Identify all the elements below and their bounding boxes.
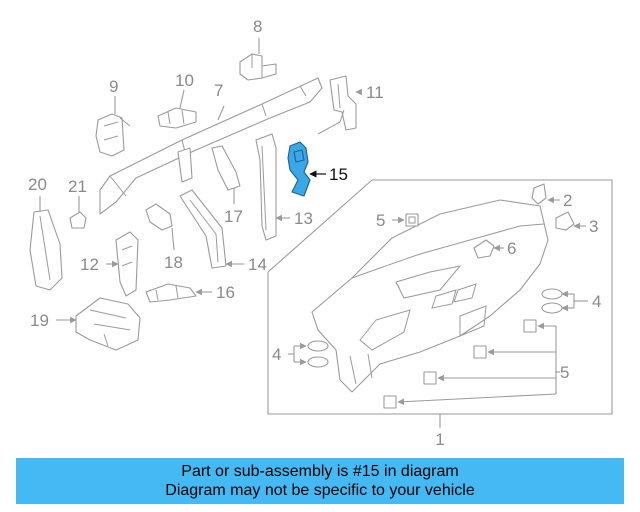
callout-16: 16 bbox=[216, 283, 235, 302]
callout-labels: 1 2 3 4 4 5 5 6 7 8 9 10 11 12 13 14 15 … bbox=[28, 17, 601, 449]
callout-20: 20 bbox=[28, 175, 47, 194]
callout-21: 21 bbox=[68, 177, 87, 196]
banner-line-1: Part or sub-assembly is #15 in diagram bbox=[181, 463, 459, 480]
parts-diagram: 1 2 3 4 4 5 5 6 7 8 9 10 11 12 13 14 15 … bbox=[28, 17, 613, 449]
callout-19: 19 bbox=[30, 311, 49, 330]
part-18-clip bbox=[145, 203, 175, 251]
part-5-clips bbox=[383, 213, 560, 409]
callout-4-left: 4 bbox=[272, 345, 281, 364]
callout-1: 1 bbox=[435, 430, 444, 449]
callout-6: 6 bbox=[507, 239, 516, 258]
part-15-bracket-highlighted[interactable] bbox=[287, 141, 326, 197]
part-12-bracket bbox=[106, 231, 139, 297]
callout-3: 3 bbox=[589, 217, 598, 236]
part-17-bracket bbox=[211, 145, 241, 204]
part-10-clip bbox=[157, 89, 197, 129]
part-11-bracket bbox=[317, 75, 362, 135]
callout-7: 7 bbox=[214, 81, 223, 100]
callout-10: 10 bbox=[175, 71, 194, 90]
callout-5-lower: 5 bbox=[560, 363, 569, 382]
callout-11: 11 bbox=[366, 83, 384, 102]
callout-2: 2 bbox=[563, 191, 572, 210]
part-14-brace bbox=[179, 189, 244, 269]
callout-4-right: 4 bbox=[592, 292, 601, 311]
banner-line-2: Diagram may not be specific to your vehi… bbox=[165, 482, 475, 499]
part-13-post bbox=[255, 133, 290, 241]
callout-5-upper: 5 bbox=[376, 211, 385, 230]
callout-9: 9 bbox=[109, 77, 118, 96]
part-7-cross-beam bbox=[99, 77, 323, 215]
callout-18: 18 bbox=[164, 253, 183, 272]
part-4-grommets-right bbox=[541, 288, 588, 314]
part-21-clip bbox=[69, 196, 87, 229]
part-6-clip bbox=[473, 239, 504, 259]
part-16-duct bbox=[145, 283, 212, 303]
part-2-clip bbox=[531, 183, 560, 205]
part-4-grommets-left bbox=[288, 340, 329, 368]
callout-14: 14 bbox=[248, 255, 267, 274]
info-banner: Part or sub-assembly is #15 in diagram D… bbox=[16, 458, 624, 504]
callout-15: 15 bbox=[329, 165, 348, 184]
callout-12: 12 bbox=[80, 255, 99, 274]
part-9-bracket bbox=[95, 96, 131, 157]
part-3-clip bbox=[555, 211, 586, 231]
part-20-panel bbox=[29, 196, 63, 291]
part-19-support bbox=[56, 297, 141, 351]
callout-8: 8 bbox=[253, 17, 262, 36]
callout-13: 13 bbox=[294, 209, 313, 228]
callout-17: 17 bbox=[224, 207, 243, 226]
part-8-bracket bbox=[239, 38, 277, 81]
